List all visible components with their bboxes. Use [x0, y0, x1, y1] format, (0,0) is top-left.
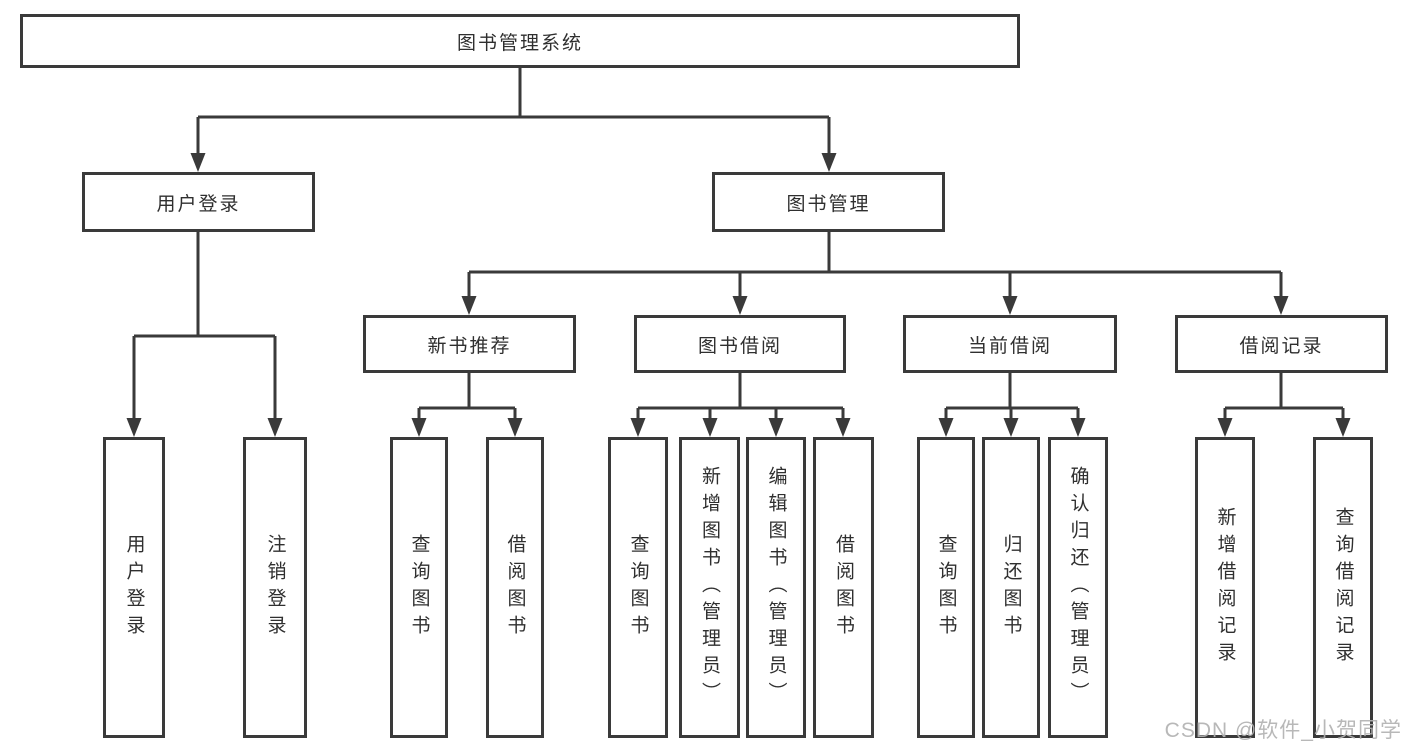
leaf-borrow-add-books-admin: 新增图书（管理员） [679, 437, 740, 738]
leaf-current-confirm-return-admin-label: 确认归还（管理员） [1067, 466, 1089, 709]
node-root: 图书管理系统 [20, 14, 1020, 68]
leaf-borrow-edit-books-admin: 编辑图书（管理员） [746, 437, 806, 738]
leaf-borrow-edit-books-admin-label: 编辑图书（管理员） [765, 466, 787, 709]
leaf-logout-login-label: 注销登录 [264, 533, 286, 642]
node-new-book-recommend: 新书推荐 [363, 315, 576, 373]
leaf-current-query-books-label: 查询图书 [935, 533, 957, 642]
node-book-borrow: 图书借阅 [634, 315, 846, 373]
node-current-borrow: 当前借阅 [903, 315, 1117, 373]
leaf-user-login: 用户登录 [103, 437, 165, 738]
leaf-current-return-books-label: 归还图书 [1000, 533, 1022, 642]
leaf-recommend-borrow-books-label: 借阅图书 [504, 533, 526, 642]
leaf-borrow-add-books-admin-label: 新增图书（管理员） [699, 466, 720, 709]
node-book-borrow-label: 图书借阅 [697, 335, 782, 357]
csdn-watermark: CSDN @软件_小贺同学 [1164, 719, 1402, 742]
node-current-borrow-label: 当前借阅 [967, 335, 1052, 357]
leaf-records-query-borrow-record-label: 查询借阅记录 [1332, 506, 1354, 669]
leaf-logout-login: 注销登录 [243, 437, 307, 738]
leaf-recommend-borrow-books: 借阅图书 [486, 437, 544, 738]
leaf-borrow-borrow-books-label: 借阅图书 [833, 533, 854, 642]
leaf-records-add-borrow-record-label: 新增借阅记录 [1214, 506, 1236, 669]
node-new-book-recommend-label: 新书推荐 [427, 335, 512, 357]
leaf-borrow-borrow-books: 借阅图书 [813, 437, 874, 738]
leaf-current-return-books: 归还图书 [982, 437, 1040, 738]
leaf-records-add-borrow-record: 新增借阅记录 [1195, 437, 1255, 738]
leaf-current-query-books: 查询图书 [917, 437, 975, 738]
node-borrow-records: 借阅记录 [1175, 315, 1388, 373]
leaf-borrow-query-books: 查询图书 [608, 437, 668, 738]
leaf-recommend-query-books: 查询图书 [390, 437, 448, 738]
leaf-borrow-query-books-label: 查询图书 [627, 533, 649, 642]
leaf-current-confirm-return-admin: 确认归还（管理员） [1048, 437, 1108, 738]
node-user-login: 用户登录 [82, 172, 315, 232]
arrowheads [126, 153, 1351, 437]
leaf-records-query-borrow-record: 查询借阅记录 [1313, 437, 1373, 738]
node-book-management: 图书管理 [712, 172, 945, 232]
leaf-recommend-query-books-label: 查询图书 [408, 533, 430, 642]
node-borrow-records-label: 借阅记录 [1239, 335, 1324, 357]
leaf-user-login-label: 用户登录 [123, 533, 145, 642]
node-user-login-label: 用户登录 [156, 193, 241, 215]
node-root-label: 图书管理系统 [456, 32, 583, 54]
node-book-management-label: 图书管理 [786, 193, 871, 215]
